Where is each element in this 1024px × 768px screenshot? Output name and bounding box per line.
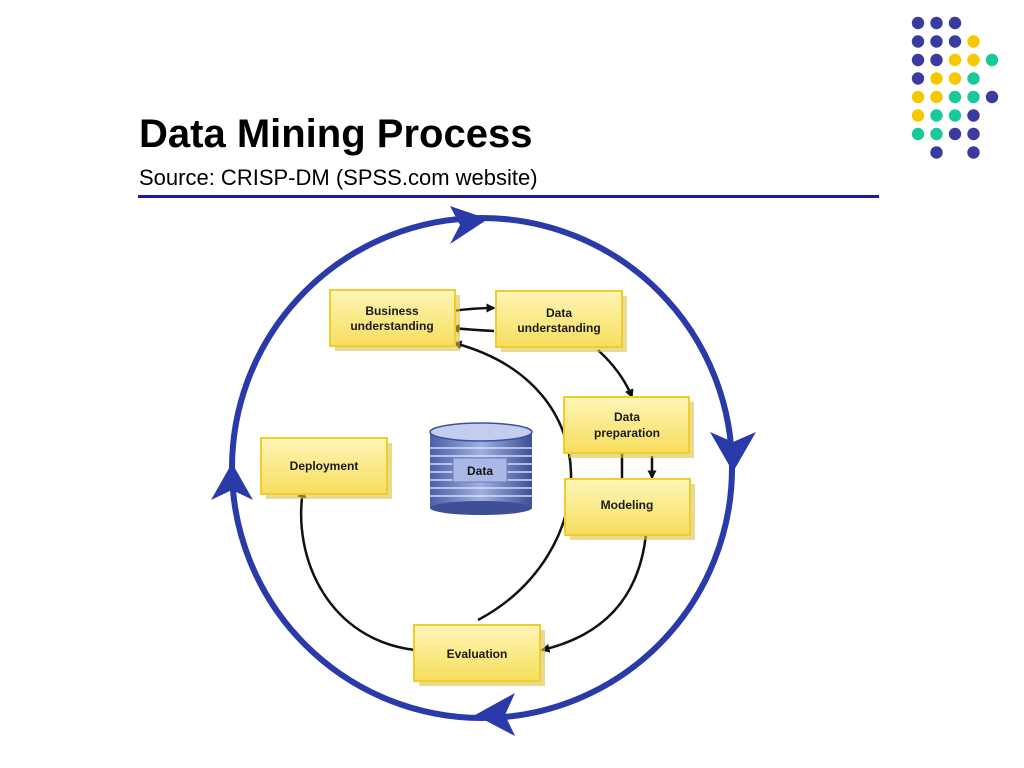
decor-dot [930, 35, 943, 48]
outer-cycle-arrowhead-top [450, 206, 488, 244]
decor-dot [930, 16, 943, 30]
decor-dot [985, 90, 999, 104]
decor-dot [948, 90, 962, 104]
decor-dot [911, 109, 925, 122]
phase-label: Modeling [601, 498, 654, 512]
decor-dot [911, 53, 925, 67]
phase-modeling: Modeling [564, 478, 695, 540]
decor-dot [911, 90, 925, 104]
decor-dot [948, 53, 962, 67]
decor-dot [985, 53, 999, 67]
decor-dot [967, 35, 980, 48]
database-icon: Data [429, 422, 533, 515]
arrow-data-understanding-to-preparation [597, 349, 634, 399]
decor-dot [930, 53, 943, 67]
decor-dot [948, 72, 962, 85]
decor-dot [930, 109, 943, 122]
arrow-evaluation-to-business [452, 340, 573, 622]
phase-label: Deployment [290, 459, 359, 473]
phase-label: Data [546, 306, 572, 320]
phase-business-understanding: Business understanding [329, 289, 460, 351]
phase-evaluation: Evaluation [413, 624, 545, 686]
decor-dot [948, 16, 962, 30]
phase-label: Data [614, 410, 640, 424]
phase-label: Business [365, 304, 419, 318]
phase-label: preparation [594, 426, 660, 440]
decor-dot [930, 146, 943, 159]
decor-dot [967, 127, 980, 141]
decor-dot [967, 109, 980, 122]
decor-dot [911, 72, 925, 85]
decor-dot [948, 109, 962, 122]
corner-dot-decoration [911, 16, 999, 159]
slide-title: Data Mining Process [139, 112, 533, 156]
decor-dot [930, 127, 943, 141]
decor-dot [948, 35, 962, 48]
arrow-modeling-to-evaluation [540, 533, 648, 653]
decor-dot [930, 72, 943, 85]
decor-dot [967, 146, 980, 159]
outer-cycle [211, 206, 756, 736]
outer-cycle-arrowhead-left [211, 463, 253, 500]
decor-dot [911, 16, 925, 30]
decor-dot [948, 127, 962, 141]
decor-dot [967, 90, 980, 104]
phase-label: understanding [517, 321, 600, 335]
phase-label: understanding [350, 319, 433, 333]
phase-deployment: Deployment [260, 437, 392, 499]
slide-subtitle: Source: CRISP-DM (SPSS.com website) [139, 165, 538, 190]
phase-label: Evaluation [447, 647, 508, 661]
phase-data-understanding: Data understanding [495, 290, 627, 352]
title-divider [138, 195, 879, 198]
decor-dot [930, 90, 943, 104]
outer-cycle-arrowhead-right [710, 432, 756, 472]
outer-cycle-arrowhead-bottom [475, 693, 515, 736]
phase-data-preparation: Data preparation [563, 396, 694, 458]
decor-dot [911, 127, 925, 141]
decor-dot [911, 35, 925, 48]
decor-dot [967, 72, 980, 85]
database-label: Data [467, 464, 493, 478]
arrow-evaluation-to-deployment [297, 488, 416, 652]
decor-dot [967, 53, 980, 67]
